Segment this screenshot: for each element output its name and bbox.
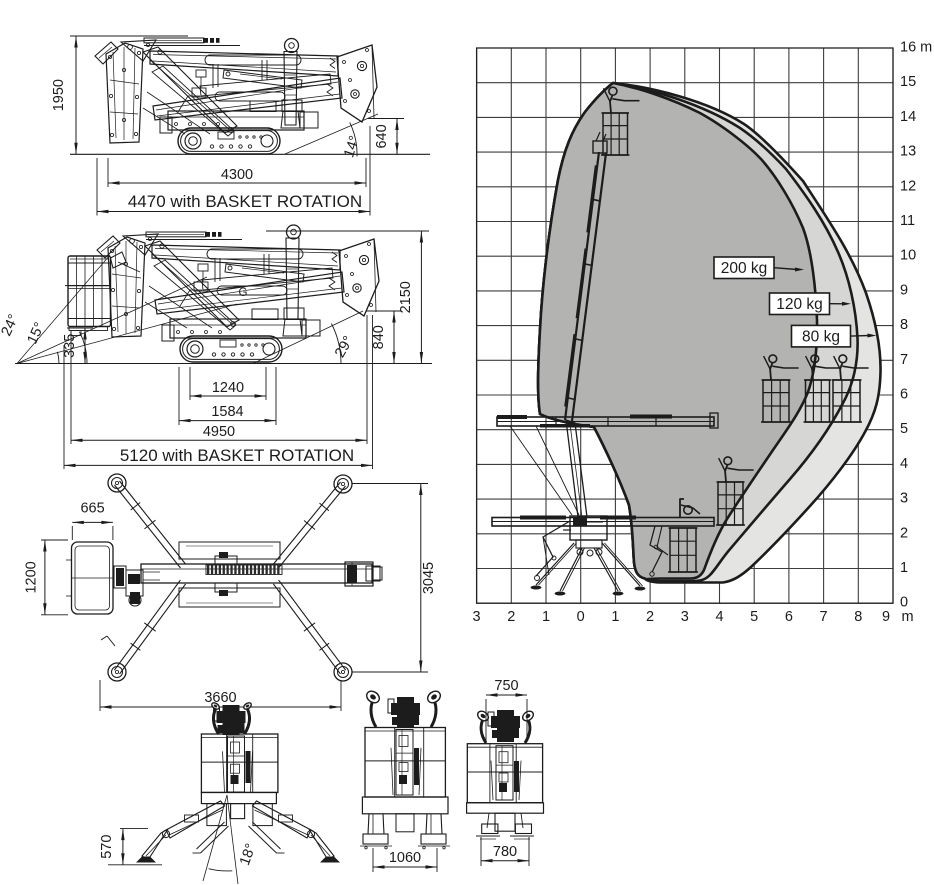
svg-text:8: 8 [900,317,908,333]
svg-text:750: 750 [494,678,518,694]
svg-text:4300: 4300 [221,167,253,183]
svg-text:3: 3 [473,609,481,625]
svg-text:15: 15 [900,74,916,90]
svg-text:80 kg: 80 kg [802,328,840,345]
svg-text:14: 14 [900,109,916,125]
svg-text:5120 with BASKET ROTATION: 5120 with BASKET ROTATION [120,446,354,465]
svg-text:200 kg: 200 kg [721,260,768,277]
svg-text:29°: 29° [332,334,357,361]
svg-text:15°: 15° [24,320,48,347]
svg-text:1: 1 [900,560,908,576]
svg-text:16 m: 16 m [900,40,932,56]
svg-text:3660: 3660 [204,690,236,706]
svg-text:9: 9 [882,609,890,625]
svg-text:11: 11 [900,213,915,229]
svg-text:1240: 1240 [212,380,244,396]
svg-text:1: 1 [542,609,550,625]
svg-text:3045: 3045 [421,562,437,594]
svg-text:1584: 1584 [211,404,243,420]
svg-text:2: 2 [900,525,908,541]
svg-text:3: 3 [681,609,689,625]
svg-text:4950: 4950 [203,424,235,440]
svg-text:120 kg: 120 kg [776,296,823,313]
svg-text:3: 3 [900,491,908,507]
svg-text:5: 5 [900,421,908,437]
svg-text:5: 5 [750,609,758,625]
svg-text:18°: 18° [237,842,260,868]
svg-text:1950: 1950 [51,79,67,111]
svg-text:0: 0 [900,595,908,611]
svg-text:335: 335 [62,334,78,358]
svg-text:780: 780 [493,844,517,860]
svg-text:7: 7 [900,352,908,368]
svg-text:6: 6 [785,609,793,625]
svg-text:640: 640 [374,124,390,148]
svg-text:4: 4 [900,456,908,472]
svg-text:9: 9 [900,282,908,298]
svg-text:12: 12 [900,178,916,194]
svg-text:2150: 2150 [398,281,414,313]
svg-text:8: 8 [854,609,862,625]
svg-text:840: 840 [371,325,387,349]
svg-text:570: 570 [99,835,115,859]
svg-text:1060: 1060 [389,850,421,866]
svg-text:10: 10 [900,248,916,264]
svg-text:2: 2 [507,609,515,625]
svg-text:0: 0 [577,609,585,625]
svg-text:2: 2 [646,609,654,625]
svg-text:7: 7 [820,609,828,625]
svg-text:m: m [902,609,914,625]
svg-text:24°: 24° [0,312,22,339]
svg-text:14°: 14° [341,134,363,160]
svg-text:6: 6 [900,387,908,403]
svg-text:665: 665 [80,501,104,517]
svg-text:4: 4 [715,609,723,625]
svg-text:4470 with BASKET ROTATION: 4470 with BASKET ROTATION [128,192,362,211]
svg-text:G: G [239,287,248,299]
svg-text:1: 1 [611,609,619,625]
svg-text:13: 13 [900,144,916,160]
svg-text:1200: 1200 [24,561,40,593]
